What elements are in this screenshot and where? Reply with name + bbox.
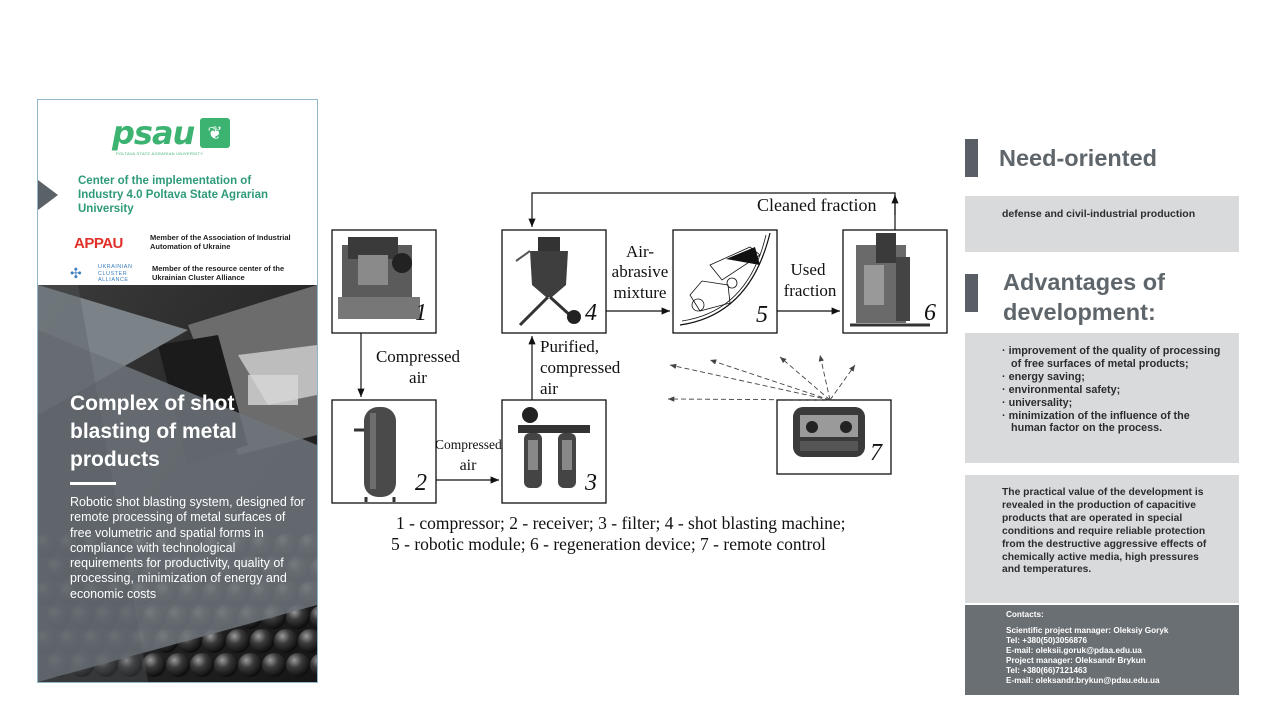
cleaned-fraction-label: Cleaned fraction [757,195,877,215]
label-number-1: 1 [415,300,427,326]
appau-membership: Member of the Association of Industrial … [150,233,291,251]
arrow-triangle-icon [38,180,58,210]
contact-line: Tel: +380(50)3056876 [1006,636,1088,645]
contacts-title: Contacts: [1006,610,1044,619]
legend-line-2: 5 - robotic module; 6 - regeneration dev… [391,534,826,554]
contact-line: Project manager: Oleksandr Brykun [1006,656,1146,665]
remote-control-box [776,399,892,475]
poster-panel: psau ❦ POLTAVA STATE AGRARIAN UNIVERSITY… [37,99,318,683]
contacts-box: Contacts: Scientific project manager: Ol… [965,605,1239,695]
label-number-7: 7 [870,440,882,466]
air-abrasive-label-3: mixture [613,283,667,302]
poster-title: Complex of shot blasting of metal produc… [70,392,237,471]
heading-accent-bar [965,274,978,312]
contact-line: Scientific project manager: Oleksiy Gory… [1006,626,1169,635]
label-number-6: 6 [924,300,936,326]
shot-blasting-machine-box [501,229,607,334]
cluster-alliance-logo-text: UKRAINIAN CLUSTER ALLIANCE [98,264,133,283]
cluster-alliance-membership: Member of the resource center of the Ukr… [152,264,285,282]
purified-air-label-1: Purified, [540,337,600,356]
advantage-item: · energy saving; [1002,370,1085,383]
title-divider [70,482,116,485]
need-oriented-heading: Need-oriented [999,145,1157,171]
psau-logo-text: psau [112,114,195,152]
robotic-module-box [672,229,778,334]
advantages-heading-line-1: Advantages of [1003,269,1165,295]
label-number-2: 2 [415,470,427,496]
advantages-heading-line-2: development: [1003,299,1156,325]
advantage-item: · minimization of the influence of the h… [1002,409,1190,435]
label-number-3: 3 [585,470,597,496]
compressed-air-label-1: Compressed [375,347,461,366]
advantages-list: · improvement of the quality of processi… [1002,345,1227,435]
need-box: defense and civil-industrial production [965,196,1239,252]
filter-box [501,399,607,504]
compressor-box [331,229,437,334]
psau-logo-subtitle: POLTAVA STATE AGRARIAN UNIVERSITY [116,151,204,156]
receiver-box [331,399,437,504]
compressed-air-small-label-1: Compressed [435,437,502,452]
process-diagram: 1 2 3 4 5 6 7 Cleaned fraction Air- abra… [330,185,955,560]
purified-air-label-3: air [540,379,558,398]
need-text: defense and civil-industrial production [1002,208,1196,220]
poster-photo-background [38,285,317,682]
label-number-5: 5 [756,302,768,328]
label-number-4: 4 [585,300,597,326]
air-abrasive-label-2: abrasive [611,262,669,281]
used-fraction-label-1: Used [790,260,826,279]
compressed-air-label-2: air [409,368,427,387]
air-abrasive-label-1: Air- [626,242,654,261]
poster-description: Robotic shot blasting system, designed f… [70,495,305,601]
contact-line: E-mail: oleksandr.brykun@pdau.edu.ua [1006,676,1160,685]
appau-logo: APPAU [74,235,123,252]
heading-accent-bar [965,139,978,177]
used-fraction-label-2: fraction [783,281,837,300]
leaf-logo-icon: ❦ [200,118,230,148]
cluster-alliance-logo-icon: ✣ [70,265,82,281]
legend-line-1: 1 - compressor; 2 - receiver; 3 - filter… [396,513,846,533]
regeneration-device-box [842,229,948,334]
practical-value-text: The practical value of the development i… [1002,487,1207,576]
advantage-item: · universality; [1002,396,1073,409]
advantage-item: · improvement of the quality of processi… [1002,345,1221,370]
center-title: Center of the implementation of Industry… [78,175,269,215]
purified-air-label-2: compressed [540,358,621,377]
advantages-box: · improvement of the quality of processi… [965,333,1239,463]
contact-line: Tel: +380(66)7121463 [1006,666,1088,675]
practical-value-box: The practical value of the development i… [965,475,1239,603]
info-panel: Need-oriented defense and civil-industri… [965,137,1239,697]
advantage-item: · environmental safety; [1002,383,1121,396]
compressed-air-small-label-2: air [459,457,477,474]
contact-line: E-mail: oleksii.goruk@pdaa.edu.ua [1006,646,1142,655]
